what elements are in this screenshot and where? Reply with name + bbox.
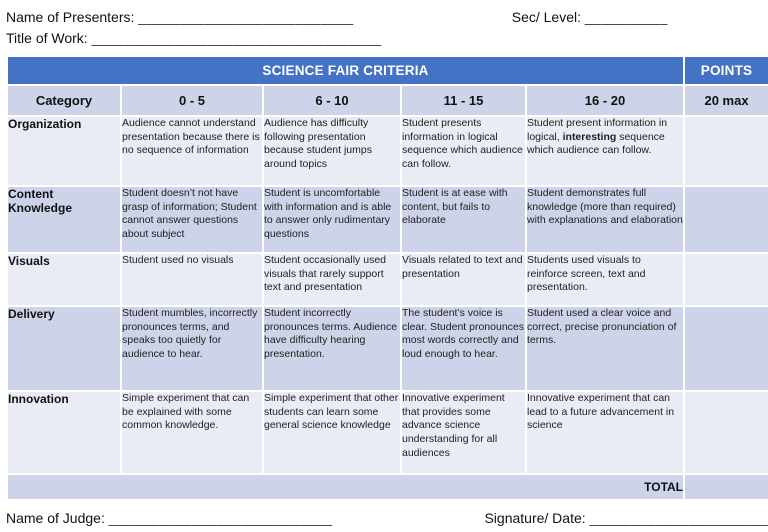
rubric-cell: Student mumbles, incorrectly pronounces …	[120, 305, 264, 392]
rubric-cell: Student occasionally used visuals that r…	[262, 252, 402, 307]
rubric-cell: Audience has difficulty following presen…	[262, 115, 402, 187]
category-label: Innovation	[6, 390, 122, 475]
title-of-work-blank-line: ___________________________________	[91, 30, 382, 46]
table-row-delivery: Delivery Student mumbles, incorrectly pr…	[6, 305, 768, 392]
column-header-row: Category 0 - 5 6 - 10 11 - 15 16 - 20 20…	[6, 84, 768, 117]
column-header-0-5: 0 - 5	[120, 84, 264, 117]
rubric-cell: Student present information in logical, …	[524, 115, 686, 187]
presenters-line: Name of Presenters: ____________________…	[6, 7, 764, 28]
table-row-content-knowledge: Content Knowledge Student doesn’t not ha…	[6, 185, 768, 254]
rubric-cell: Visuals related to text and presentation	[400, 252, 527, 307]
rubric-cell: Student presents information in logical …	[400, 115, 527, 187]
signature-date-label: Signature/ Date:	[484, 510, 590, 526]
total-row: TOTAL	[5, 473, 768, 501]
judge-blank-line: ___________________________	[108, 510, 333, 526]
science-fair-rubric-table: SCIENCE FAIR CRITERIA POINTS Category 0 …	[5, 55, 768, 501]
rubric-cell: Student is uncomfortable with informatio…	[262, 185, 402, 254]
points-cell	[683, 390, 768, 475]
rubric-cell: The student’s voice is clear. Student pr…	[400, 305, 527, 392]
category-label: Organization	[6, 115, 122, 187]
column-header-6-10: 6 - 10	[262, 84, 402, 117]
sec-level-label: Sec/ Level:	[511, 9, 585, 25]
column-header-16-20: 16 - 20	[524, 84, 686, 117]
category-label: Content Knowledge	[6, 185, 122, 254]
points-cell	[683, 252, 768, 307]
table-title: SCIENCE FAIR CRITERIA	[5, 55, 686, 86]
signature-date-blank-line: ______________________	[589, 510, 768, 526]
rubric-cell: Students used visuals to reinforce scree…	[524, 252, 686, 307]
total-points-cell	[683, 473, 768, 501]
rubric-cell: Student incorrectly pronounces terms. Au…	[262, 305, 402, 392]
table-title-row: SCIENCE FAIR CRITERIA POINTS	[5, 55, 768, 86]
table-row-visuals: Visuals Student used no visuals Student …	[6, 252, 768, 307]
column-header-11-15: 11 - 15	[400, 84, 527, 117]
rubric-cell: Student used a clear voice and correct, …	[524, 305, 686, 392]
column-header-category: Category	[6, 84, 122, 117]
points-header: POINTS	[683, 55, 768, 86]
presenters-label: Name of Presenters:	[6, 9, 139, 25]
cell-text-bold: interesting	[562, 130, 617, 143]
rubric-cell: Student doesn’t not have grasp of inform…	[120, 185, 264, 254]
rubric-cell: Student used no visuals	[120, 252, 264, 307]
title-of-work-line: Title of Work: _________________________…	[6, 28, 764, 49]
rubric-cell: Simple experiment that can be explained …	[120, 390, 264, 475]
cell-text: sequence which audience can follow.	[527, 130, 665, 157]
rubric-cell: Student demonstrates full knowledge (mor…	[524, 185, 686, 254]
rubric-cell: Innovative experiment that provides some…	[400, 390, 527, 475]
points-cell	[683, 115, 768, 187]
points-cell	[683, 185, 768, 254]
rubric-cell: Simple experiment that other students ca…	[262, 390, 402, 475]
rubric-cell: Audience cannot understand presentation …	[120, 115, 264, 187]
column-header-20-max: 20 max	[683, 84, 768, 117]
sec-level-group: Sec/ Level: __________	[512, 7, 668, 28]
points-cell	[683, 305, 768, 392]
rubric-cell: Student is at ease with content, but fai…	[400, 185, 527, 254]
signature-group: Signature/ Date: ______________________	[484, 508, 768, 529]
category-label: Delivery	[6, 305, 122, 392]
table-row-innovation: Innovation Simple experiment that can be…	[6, 390, 768, 475]
cell-text: Student present information in logical,	[527, 117, 668, 143]
rubric-cell: Innovative experiment that can lead to a…	[524, 390, 686, 475]
total-label: TOTAL	[5, 473, 686, 501]
category-label: Visuals	[6, 252, 122, 307]
sec-level-blank-line: __________	[584, 9, 668, 25]
title-of-work-label: Title of Work:	[6, 30, 92, 46]
judge-label: Name of Judge:	[6, 510, 109, 526]
table-row-organization: Organization Audience cannot understand …	[6, 115, 768, 187]
presenters-blank-line: __________________________	[138, 9, 354, 25]
judge-signature-line: Name of Judge: _________________________…	[6, 508, 768, 529]
